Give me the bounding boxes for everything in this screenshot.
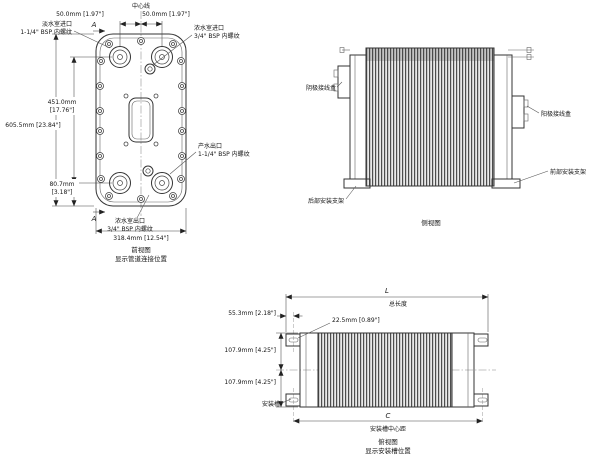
anode-junction-box: [511, 95, 529, 129]
cathode-box-label: 阴极接线盒: [306, 84, 336, 92]
top-plate-stack: [317, 332, 453, 408]
dim-slot-centers-label: 安装槽中心距: [370, 425, 406, 433]
mounting-tab-left-top: [285, 333, 301, 347]
dim-total-height: 605.5mm [23.84"]: [5, 122, 60, 129]
concentrate-outlet-port: [142, 165, 154, 177]
dim-right-offset: 50.0mm [1.97"]: [142, 11, 190, 18]
dim-slot-centers-symbol: C: [386, 412, 391, 420]
side-plate-stack: [365, 47, 495, 187]
top-dimension-lines: [276, 294, 489, 424]
dim-bottom-offset-in: [3.18"]: [52, 189, 73, 196]
top-view: L 总长度 55.3mm [2.18"] 22.5mm [0.89"] 107.…: [224, 287, 496, 455]
section-mark-top: A: [91, 21, 97, 29]
front-dimension-lines: [5, 21, 197, 234]
front-bracket-label: 前部安装支架: [550, 168, 586, 176]
side-view: 阴极接线盒 阳极接线盒 前部安装支架 后部安装支架 侧视图: [306, 47, 586, 227]
product-outlet-label-1: 产水出口: [198, 142, 222, 150]
anode-box-label: 阳极接线盒: [541, 110, 571, 118]
dim-half-width-top: 107.9mm [4.25"]: [224, 347, 276, 354]
front-view: 中心线 50.0mm [1.97"] 50.0mm [1.97"] A A 淡水…: [5, 2, 250, 263]
bolt-holes: [96, 37, 186, 203]
mounting-tab-right-top: [473, 333, 489, 347]
dim-bottom-offset-mm: 80.7mm: [49, 181, 74, 188]
dim-left-offset: 50.0mm [1.97"]: [56, 11, 104, 18]
concentrate-inlet-port: [144, 63, 156, 75]
conc-outlet-label-2: 3/4" BSP 内螺纹: [107, 225, 153, 233]
front-view-caption-1: 前视图: [131, 245, 151, 254]
fresh-water-inlet-port-right: [151, 46, 173, 68]
front-mounting-bracket: [491, 178, 521, 189]
center-window: [128, 97, 154, 143]
top-view-caption-2: 显示安装槽位置: [365, 446, 411, 455]
mounting-slot: [477, 397, 488, 403]
dim-total-length-label: 总长度: [389, 300, 407, 308]
mounting-tab-right-bottom: [473, 393, 489, 407]
dim-width: 318.4mm [12.54"]: [113, 235, 168, 242]
fresh-inlet-label-2: 1-1/4" BSP 内螺纹: [20, 28, 72, 36]
rear-mounting-bracket: [343, 178, 371, 189]
conc-outlet-label-1: 浓水室出口: [115, 217, 145, 225]
side-end-block-left: [349, 54, 367, 180]
dim-port-span-in: [17.76"]: [50, 107, 75, 114]
fresh-water-inlet-port-left: [109, 46, 131, 68]
centerline-label: 中心线: [132, 2, 150, 10]
section-mark-bottom: A: [91, 215, 97, 223]
product-outlet-port-right: [151, 172, 173, 194]
dim-slot-width: 22.5mm [0.89"]: [332, 317, 380, 324]
mounting-slot: [477, 337, 488, 343]
dim-end-to-slot: 55.3mm [2.18"]: [228, 310, 276, 317]
dim-total-length-symbol: L: [385, 287, 389, 295]
side-end-block-right: [493, 54, 513, 180]
conc-inlet-label-1: 浓水室进口: [194, 24, 224, 32]
side-view-caption: 侧视图: [421, 218, 441, 227]
cathode-junction-box: [333, 65, 351, 99]
slot-label: 安装槽: [262, 400, 280, 408]
mounting-slot: [288, 337, 299, 343]
front-view-caption-2: 显示管道连接位置: [115, 254, 168, 263]
rear-bracket-label: 后部安装支架: [308, 197, 344, 205]
dim-port-span-mm: 451.0mm: [48, 99, 77, 106]
product-outlet-label-2: 1-1/4" BSP 内螺纹: [198, 150, 250, 158]
product-outlet-port-left: [109, 172, 131, 194]
tie-rods: [339, 47, 534, 60]
dim-half-width-bottom: 107.9mm [4.25"]: [224, 379, 276, 386]
top-view-caption-1: 俯视图: [378, 437, 398, 446]
conc-inlet-label-2: 3/4" BSP 内螺纹: [194, 32, 240, 40]
fresh-inlet-label-1: 淡水室进口: [42, 20, 72, 28]
top-end-block-right: [451, 332, 475, 408]
side-leaders: [336, 81, 549, 200]
